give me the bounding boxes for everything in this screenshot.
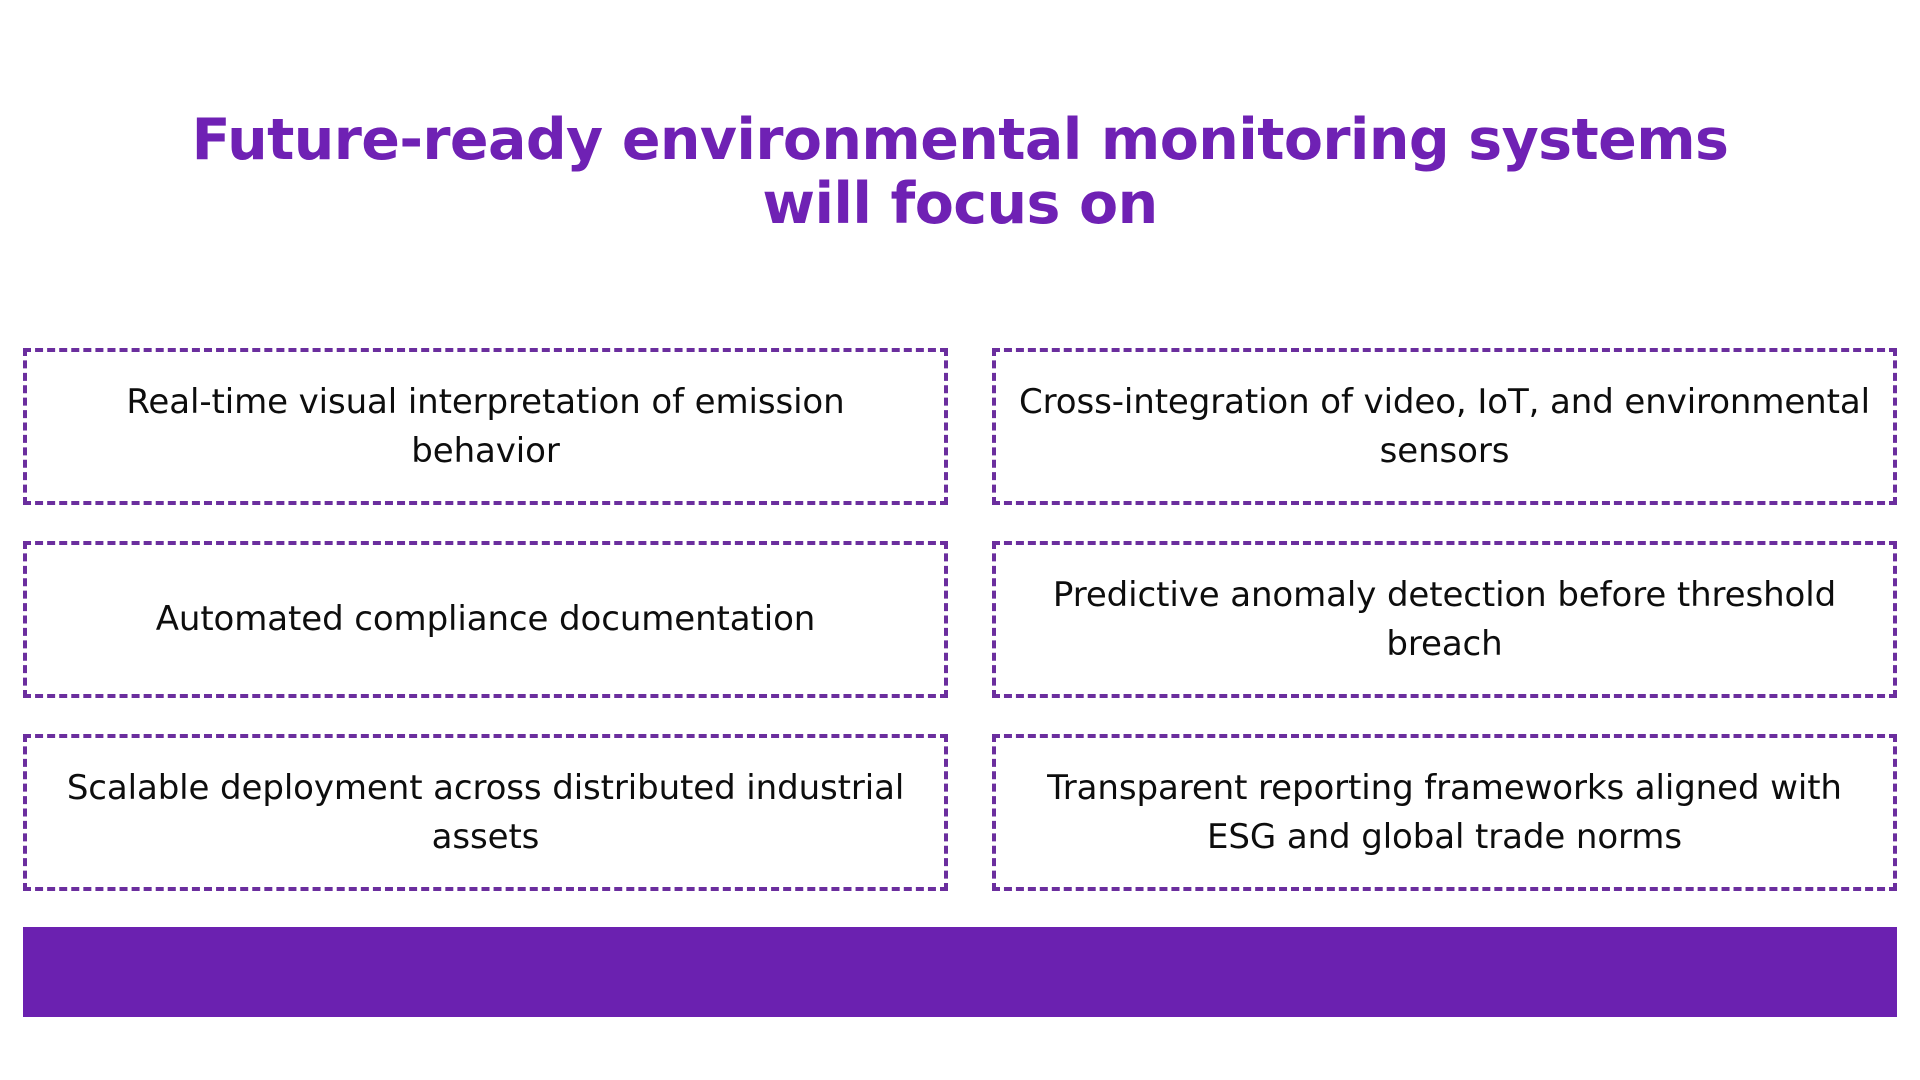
page-title: Future-ready environmental monitoring sy… (160, 108, 1760, 237)
card-label: Real-time visual interpretation of emiss… (126, 382, 845, 471)
feature-card-grid: Real-time visual interpretation of emiss… (23, 348, 1897, 891)
card-label: Automated compliance documentation (155, 599, 816, 640)
card-label: Transparent reporting frameworks aligned… (1047, 768, 1842, 857)
card-realtime-visual-interpretation[interactable]: Real-time visual interpretation of emiss… (23, 348, 948, 505)
card-cross-integration-sensors[interactable]: Cross-integration of video, IoT, and env… (992, 348, 1897, 505)
card-predictive-anomaly-detection[interactable]: Predictive anomaly detection before thre… (992, 541, 1897, 698)
bottom-accent-bar (23, 927, 1897, 1017)
card-label: Predictive anomaly detection before thre… (1052, 575, 1837, 664)
card-scalable-deployment[interactable]: Scalable deployment across distributed i… (23, 734, 948, 891)
card-label: Cross-integration of video, IoT, and env… (1019, 382, 1870, 471)
card-transparent-reporting[interactable]: Transparent reporting frameworks aligned… (992, 734, 1897, 891)
card-label: Scalable deployment across distributed i… (66, 768, 905, 857)
page-title-text: Future-ready environmental monitoring sy… (191, 107, 1729, 238)
card-automated-compliance-docs[interactable]: Automated compliance documentation (23, 541, 948, 698)
